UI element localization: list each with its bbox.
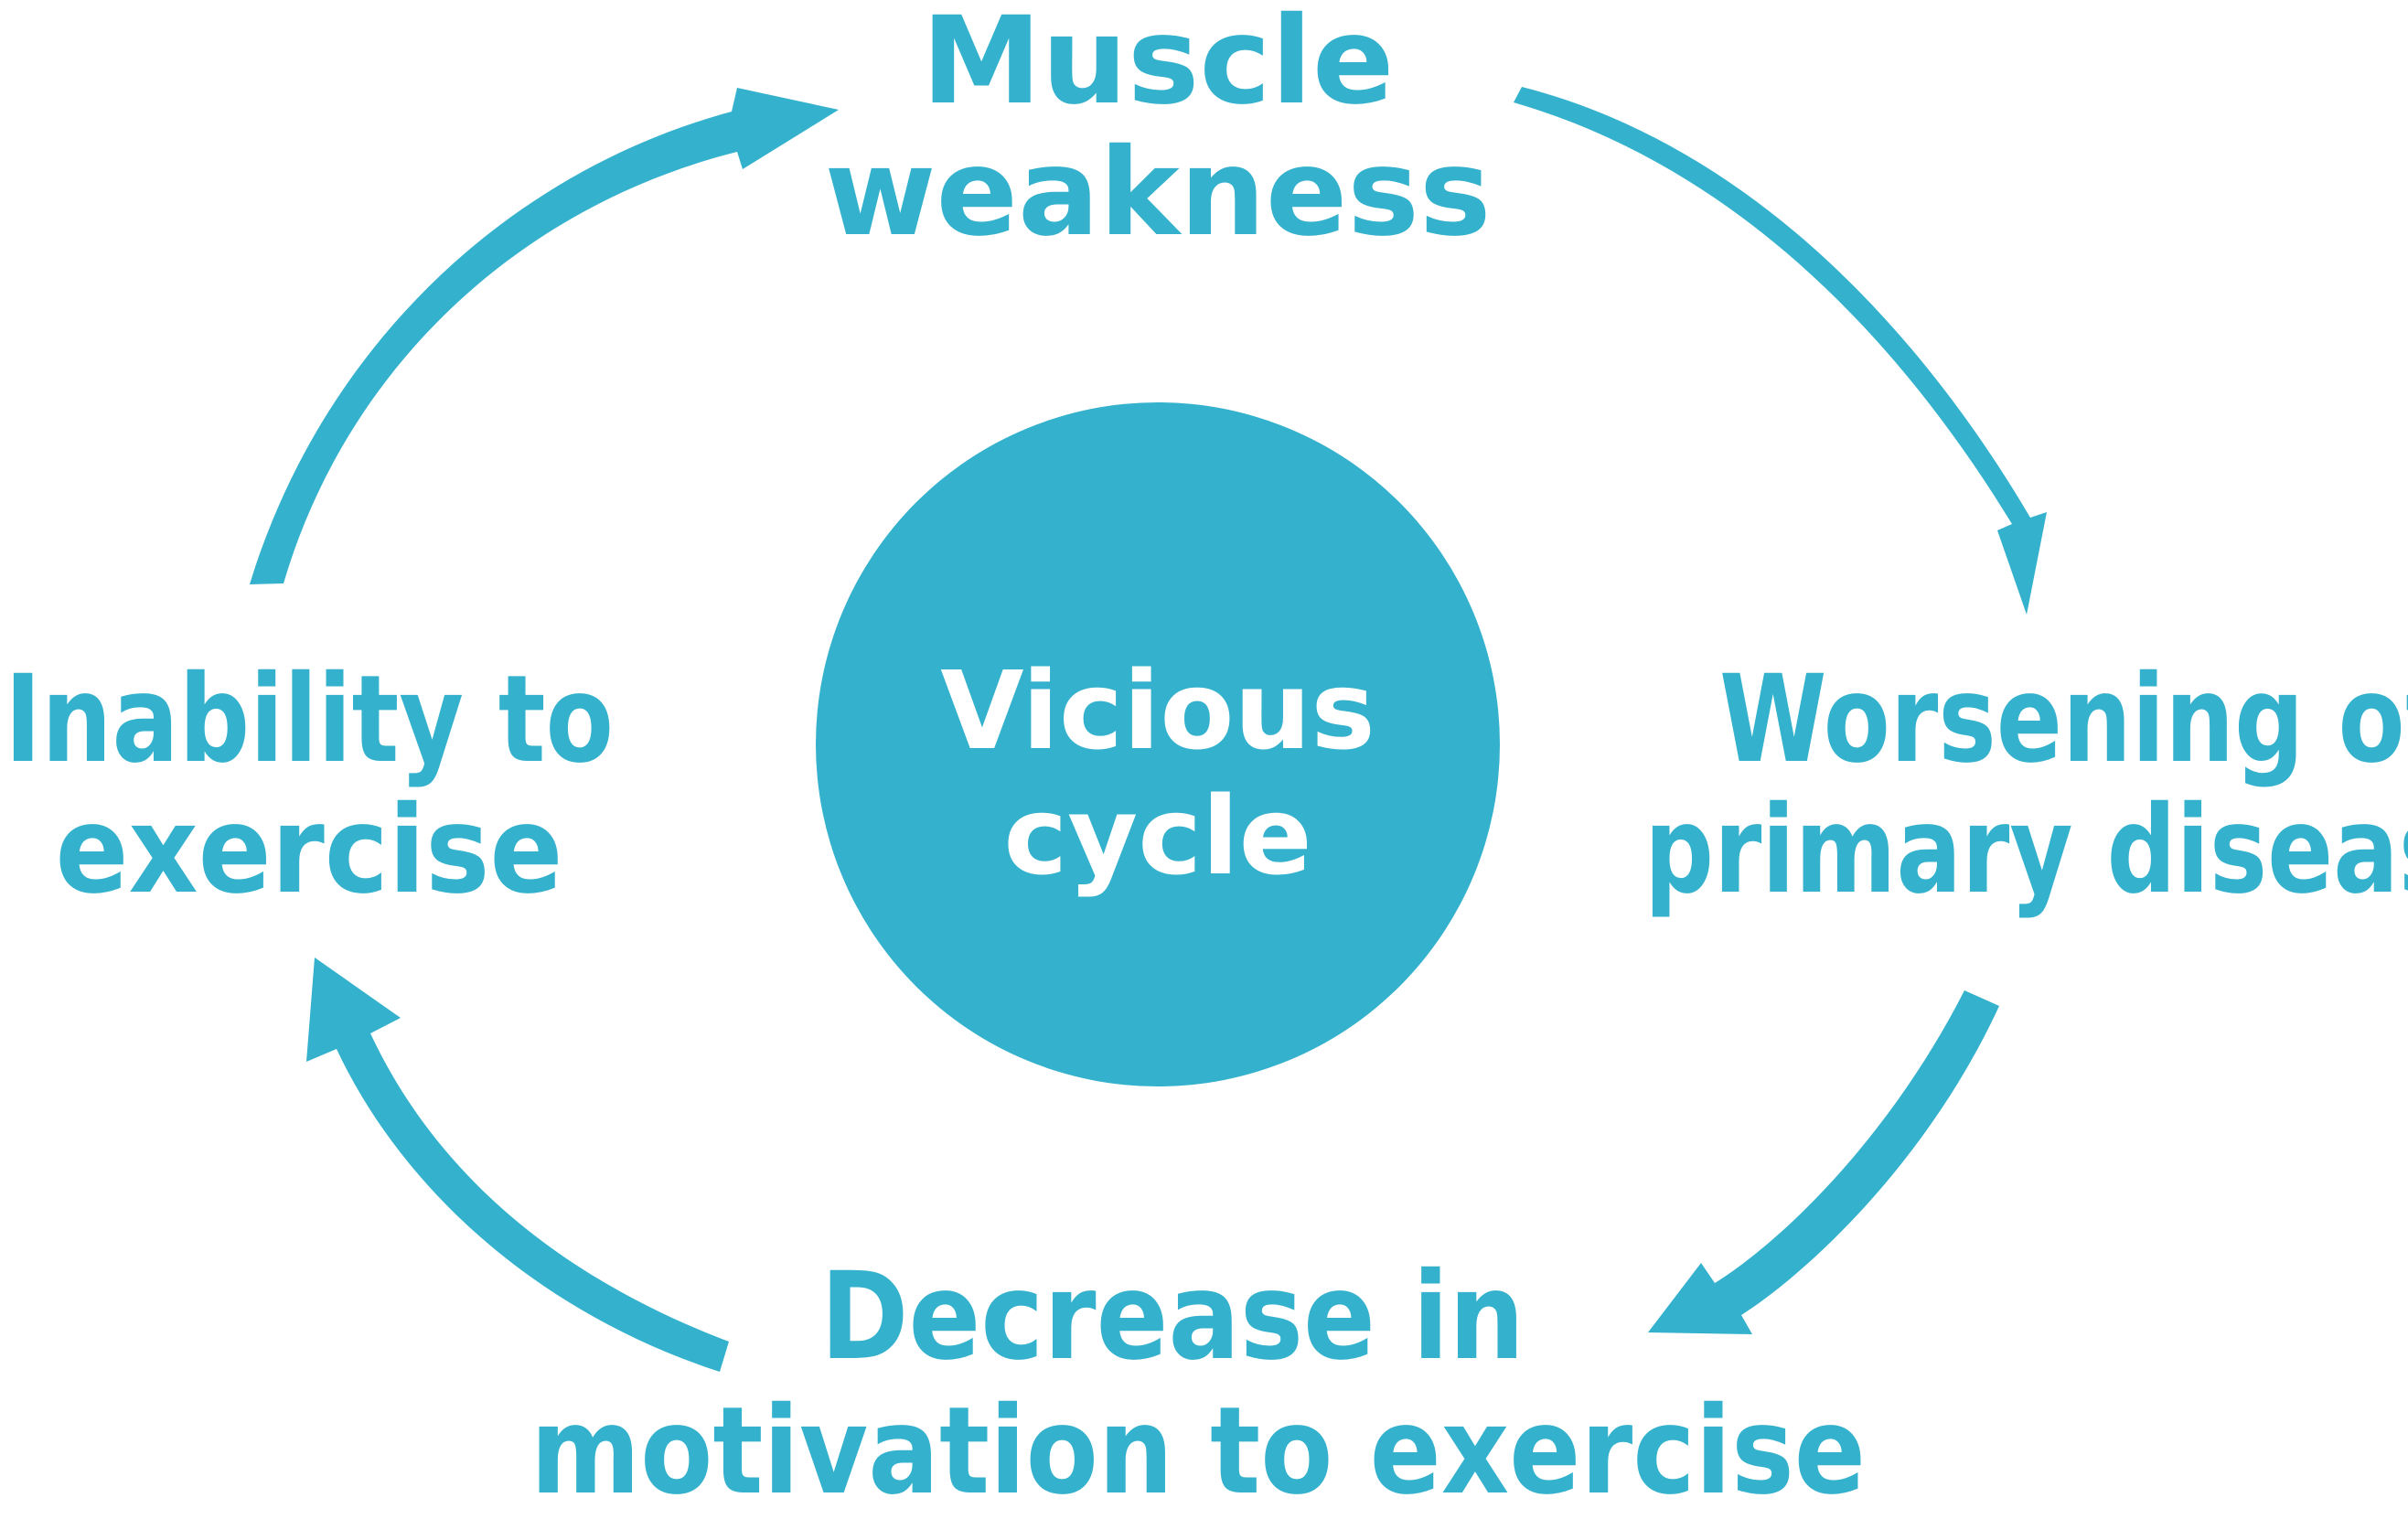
node-left-line1: Inability to — [5, 649, 614, 790]
node-right: Worsening of primary disease — [1644, 649, 2408, 921]
arrow-bottom-to-left — [306, 957, 729, 1372]
arrow-left-to-top — [250, 88, 839, 584]
arrow-right-to-bottom — [1648, 990, 1999, 1334]
node-right-line1: Worsening of — [1719, 649, 2408, 790]
node-right-line2: primary disease — [1644, 780, 2408, 921]
arrow-top-to-right — [1514, 87, 2047, 615]
center-circle — [816, 402, 1500, 1086]
node-bottom-line2: motivation to exercise — [530, 1381, 1866, 1519]
node-left-line2: exercise — [56, 780, 563, 921]
center-label-line1: Vicious — [940, 647, 1375, 774]
node-left: Inability to exercise — [5, 649, 614, 921]
node-bottom: Decrease in motivation to exercise — [530, 1246, 1866, 1519]
node-top-line1: Muscle — [922, 0, 1395, 132]
node-top-line2: weakness — [825, 123, 1492, 263]
cycle-arrows — [250, 87, 2047, 1372]
center-label-line2: cycle — [1003, 773, 1311, 899]
node-top: Muscle weakness — [825, 0, 1492, 263]
node-bottom-line1: Decrease in — [820, 1246, 1525, 1387]
